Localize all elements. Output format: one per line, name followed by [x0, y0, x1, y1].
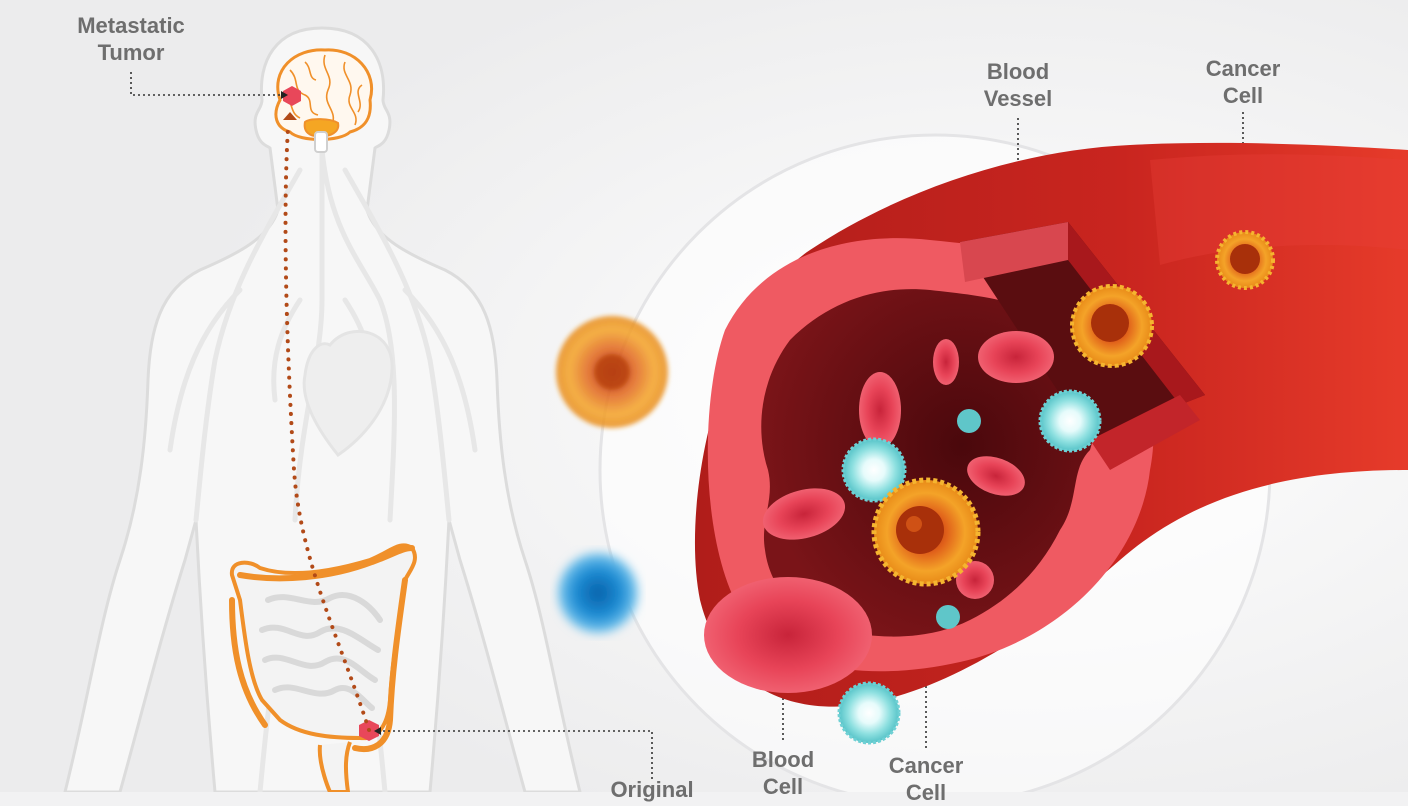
label-original-tumor: Original — [610, 777, 694, 802]
cancer-cell-outside — [1215, 230, 1275, 290]
red-blood-cells — [704, 331, 1054, 693]
vessel-highlight — [1150, 154, 1408, 265]
red-blood-cell — [859, 372, 901, 448]
label-blood-vessel: Blood Vessel — [983, 59, 1053, 111]
metastasis-path — [283, 126, 371, 732]
white-blood-cell — [1038, 389, 1102, 453]
small-white-cell — [936, 605, 960, 629]
cutaway-face-bottom — [1090, 395, 1200, 470]
brainstem — [314, 131, 328, 153]
spread-arrowhead — [283, 112, 297, 120]
blurred-blue-cell — [558, 553, 638, 633]
cancer-cells — [871, 230, 1275, 587]
metastatic-tumor-marker — [283, 86, 301, 106]
leader-metastatic-tumor — [130, 72, 284, 96]
intestines — [229, 543, 417, 794]
blurred-cancer-cell — [556, 316, 668, 428]
human-body — [63, 26, 582, 795]
cerebellum — [303, 118, 340, 138]
label-metastatic-tumor: Metastatic Tumor — [77, 13, 185, 65]
red-blood-cell — [933, 339, 959, 385]
small-intestine — [259, 592, 383, 711]
red-blood-cell — [762, 488, 846, 540]
white-blood-cell — [841, 437, 907, 503]
label-cancer-cell-bottom: Cancer Cell — [888, 753, 964, 805]
small-white-cell — [957, 409, 981, 433]
white-blood-cells — [837, 389, 1102, 745]
cutaway-face-top — [960, 222, 1068, 282]
transverse-colon — [237, 545, 415, 582]
red-blood-cell — [956, 561, 994, 599]
heart — [302, 329, 394, 458]
ascending-colon — [229, 597, 268, 728]
cancer-cell-main — [871, 477, 981, 587]
leader-original-tumor — [378, 730, 653, 780]
large-red-blood-cell — [704, 577, 872, 693]
cancer-cell-vessel-wall — [1070, 284, 1154, 368]
red-blood-cell — [978, 331, 1054, 383]
label-cancer-cell-top: Cancer Cell — [1205, 56, 1281, 108]
white-blood-cell — [837, 681, 901, 745]
red-blood-cell — [967, 456, 1025, 496]
descending-colon — [352, 577, 408, 752]
brain — [274, 48, 373, 153]
